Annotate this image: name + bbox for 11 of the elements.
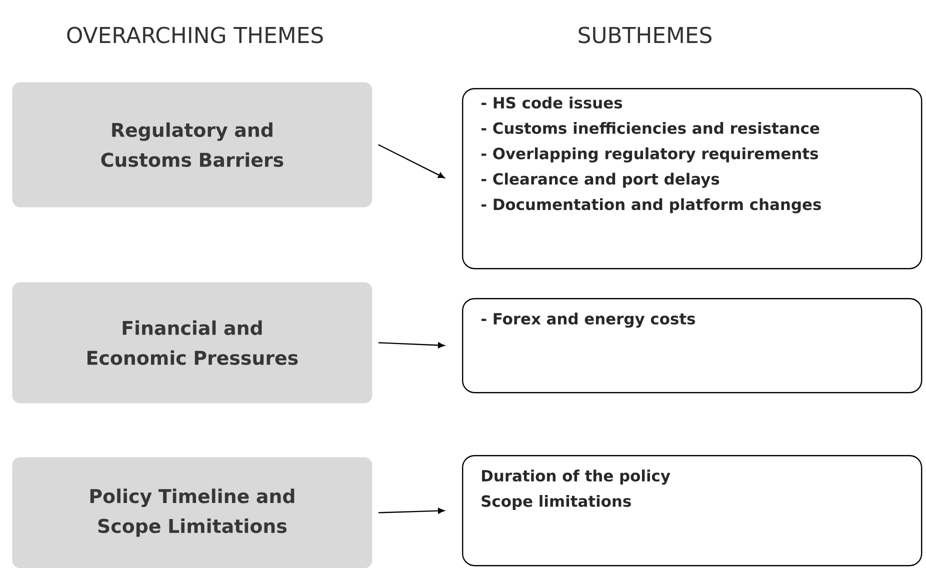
- theme-box: Policy Timeline and Scope Limitations: [12, 457, 372, 568]
- column-heading: OVERARCHING THEMES: [67, 26, 323, 44]
- arrow: [378, 342, 444, 348]
- arrow: [378, 144, 445, 178]
- column-heading: SUBTHEMES: [578, 26, 712, 44]
- theme-box: Regulatory and Customs Barriers: [12, 82, 372, 208]
- subtheme-box: Duration of the policy Scope limitations: [462, 455, 922, 566]
- theme-box: Financial and Economic Pressures: [12, 282, 372, 404]
- subtheme-box: - HS code issues - Customs inefficiencies and resistance - Overlapping regulatory requirements - Clearance and port delays - Documentation and platform changes: [462, 88, 922, 270]
- subtheme-box: - Forex and energy costs: [462, 298, 922, 394]
- arrow: [378, 508, 444, 514]
